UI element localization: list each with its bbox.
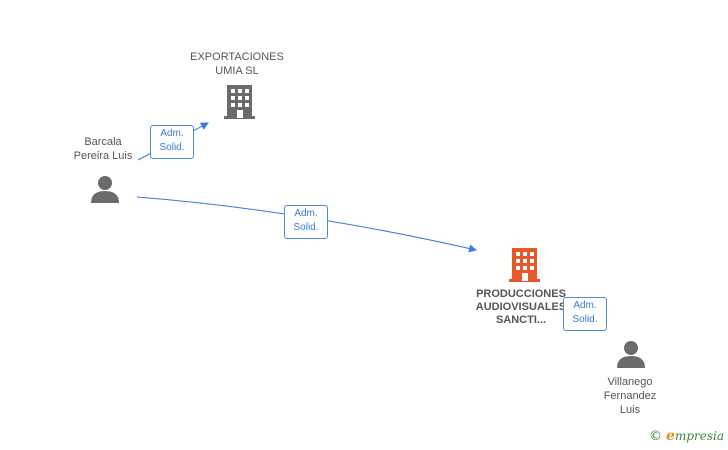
label-line: Barcala: [84, 136, 122, 148]
brand-initial: e: [666, 428, 675, 444]
edge-label-line: Adm.: [573, 300, 597, 311]
edge-label-barcala-exportaciones[interactable]: Adm. Solid.: [150, 125, 194, 159]
edge-label-barcala-producciones[interactable]: Adm. Solid.: [284, 205, 328, 239]
label-line: UMIA SL: [215, 65, 259, 77]
label-line: AUDIOVISUALES: [475, 301, 567, 313]
edge-label-line: Solid.: [572, 314, 598, 325]
person-icon[interactable]: [91, 176, 119, 203]
label-line: Villanego: [607, 376, 653, 388]
label-line: Pereira Luis: [73, 150, 133, 162]
copyright-symbol: ©: [649, 429, 663, 444]
brand-name: mpresia: [674, 429, 724, 443]
node-label-villanego[interactable]: Villanego Fernandez Luis: [590, 375, 670, 417]
edge-label-line: Solid.: [159, 142, 185, 153]
label-line: SANCTI...: [495, 314, 547, 326]
label-line: EXPORTACIONES: [190, 51, 284, 63]
empresia-logo: ©empresia: [649, 428, 724, 444]
label-line: PRODUCCIONES: [476, 288, 566, 300]
node-label-barcala[interactable]: Barcala Pereira Luis: [62, 135, 144, 163]
node-label-exportaciones[interactable]: EXPORTACIONES UMIA SL: [180, 50, 294, 78]
node-label-producciones[interactable]: PRODUCCIONES AUDIOVISUALES SANCTI...: [466, 288, 576, 327]
label-line: Fernandez: [603, 390, 657, 402]
person-icon[interactable]: [617, 341, 645, 368]
label-line: Luis: [619, 404, 641, 416]
edge-label-villanego-producciones[interactable]: Adm. Solid.: [563, 297, 607, 331]
building-icon[interactable]: [509, 248, 540, 282]
edge-label-line: Solid.: [293, 222, 319, 233]
edge-label-line: Adm.: [160, 128, 184, 139]
edge-label-line: Adm.: [294, 208, 318, 219]
building-icon[interactable]: [224, 85, 255, 119]
